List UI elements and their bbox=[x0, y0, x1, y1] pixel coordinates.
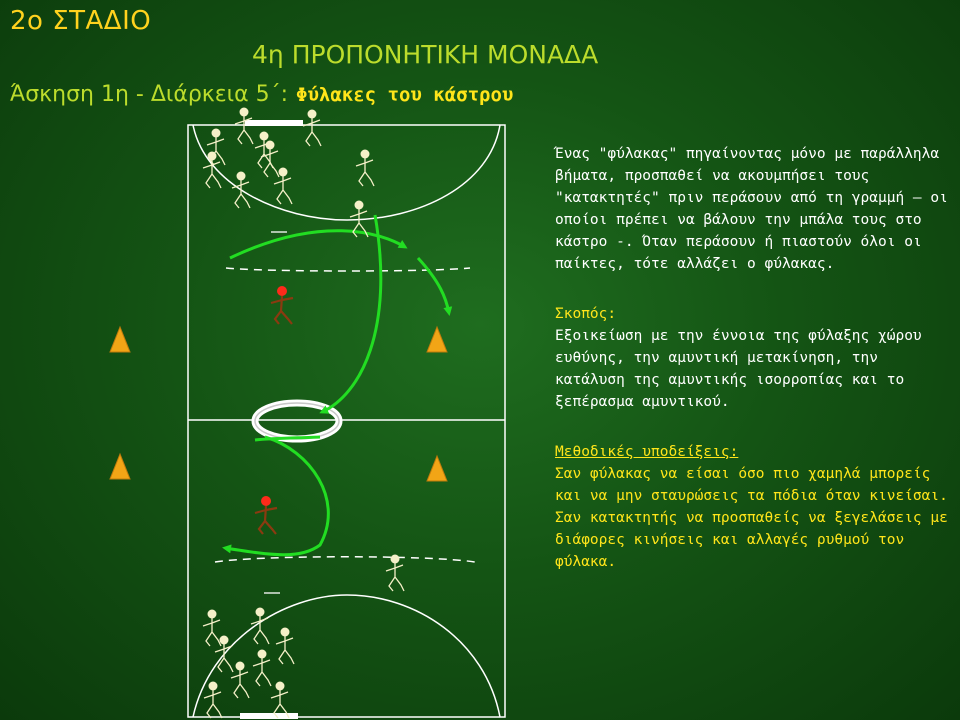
exercise-prefix: Άσκηση 1η - Διάρκεια 5΄: bbox=[10, 82, 288, 107]
exercise-description: Ένας "φύλακας" πηγαίνοντας μόνο με παράλ… bbox=[555, 146, 948, 272]
cone-icon bbox=[109, 452, 131, 480]
methods-text: Σαν φύλακας να είσαι όσο πιο χαμηλά μπορ… bbox=[555, 466, 948, 570]
defender-top bbox=[269, 284, 295, 326]
goal-bottom bbox=[240, 713, 298, 719]
attackers-top bbox=[202, 106, 375, 238]
text-column: Ένας "φύλακας" πηγαίνοντας μόνο με παράλ… bbox=[555, 143, 955, 573]
unit-title: 4η ΠΡΟΠΟΝΗΤΙΚΗ ΜΟΝΑΔΑ bbox=[252, 40, 599, 69]
methods-heading: Μεθοδικές υποδείξεις: bbox=[555, 444, 739, 460]
cone-icon bbox=[426, 325, 448, 353]
court-lines bbox=[187, 124, 506, 718]
cone-icon bbox=[109, 325, 131, 353]
goal-top bbox=[245, 120, 303, 126]
exercise-header: Άσκηση 1η - Διάρκεια 5΄: Φύλακες του κάστ… bbox=[10, 82, 513, 107]
goal-heading: Σκοπός: bbox=[555, 306, 617, 322]
attackers-bottom bbox=[202, 553, 405, 719]
goal-text: Εξοικείωση με την έννοια της φύλαξης χώρ… bbox=[555, 328, 922, 410]
stage-title: 2ο ΣΤΑΔΙΟ bbox=[10, 6, 152, 36]
exercise-title: Φύλακες του κάστρου bbox=[296, 84, 514, 106]
defender-bottom bbox=[253, 494, 279, 536]
cone-icon bbox=[426, 454, 448, 482]
ball-marks bbox=[264, 231, 287, 594]
movement-arrows bbox=[222, 214, 453, 557]
